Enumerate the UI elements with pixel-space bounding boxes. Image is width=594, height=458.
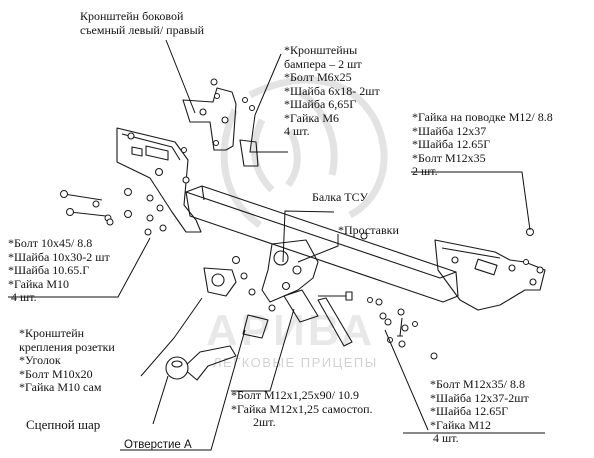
label-bolt-m12-35-line: *Гайка М12 bbox=[430, 417, 492, 432]
label-bolt-m10-line: *Шайба 10х30-2 шт bbox=[8, 249, 110, 264]
label-side-bracket-line: съемный левый/ правый bbox=[80, 22, 205, 37]
label-bolt-m12-ball-line: 2шт. bbox=[253, 415, 276, 429]
label-bumper-brackets-line: *Болт М6х25 bbox=[284, 70, 352, 84]
label-bumper-brackets-line: *Шайба 6,65Г bbox=[284, 97, 357, 111]
label-bumper-brackets-line: бампера – 2 шт bbox=[284, 56, 362, 71]
label-side-bracket-line: Кронштейн боковой bbox=[80, 9, 184, 23]
hitch-frame bbox=[116, 87, 546, 381]
label-socket-bracket-line: *Уголок bbox=[19, 353, 61, 367]
label-bolt-m10: *Болт 10х45/ 8.8 *Шайба 10х30-2 шт *Шайб… bbox=[8, 236, 110, 305]
label-leash-nut: *Гайка на поводке М12/ 8.8 *Шайба 12х37 … bbox=[412, 110, 553, 179]
label-socket-bracket-line: *Гайка М10 сам bbox=[19, 380, 102, 394]
label-socket-bracket-line: *Кронштейн bbox=[19, 326, 85, 340]
label-bumper-brackets: *Кронштейны бампера – 2 шт *Болт М6х25 *… bbox=[284, 43, 380, 139]
label-leash-nut-line: *Шайба 12.65Г bbox=[412, 137, 491, 151]
label-spacers: *Проставки bbox=[338, 223, 399, 238]
label-hole-a-line: Отверстие А bbox=[124, 439, 192, 451]
label-leash-nut-line: *Гайка на поводке М12/ 8.8 bbox=[412, 110, 553, 124]
watermark-tagline: ЛЕГКОВЫЕ ПРИЦЕПЫ bbox=[213, 355, 378, 370]
label-leash-nut-line: 2 шт. bbox=[412, 164, 438, 178]
label-leash-nut-line: *Шайба 12х37 bbox=[412, 123, 487, 138]
label-bolt-m10-line: 4 шт. bbox=[8, 290, 37, 304]
label-bolt-m12-ball: *Болт М12х1,25х90/ 10.9 *Гайка М12х1,25 … bbox=[231, 388, 373, 430]
label-bolt-m12-ball-line: *Гайка М12х1,25 самостоп. bbox=[231, 401, 373, 416]
label-leash-nut-line: *Болт М12х35 bbox=[412, 150, 486, 165]
label-bolt-m12-35-line: *Болт М12х35/ 8.8 bbox=[430, 377, 525, 391]
label-socket-bracket: *Кронштейн крепления розетки *Уголок *Бо… bbox=[19, 326, 115, 395]
label-bolt-m12-35-line: *Шайба 12.65Г bbox=[430, 404, 509, 418]
fasteners bbox=[60, 78, 544, 360]
label-bolt-m10-line: *Гайка М10 bbox=[8, 276, 70, 291]
watermark-logo bbox=[220, 76, 388, 228]
label-side-bracket: Кронштейн боковой съемный левый/ правый bbox=[80, 9, 205, 37]
label-spacers-line: *Проставки bbox=[338, 223, 399, 237]
leader-lines bbox=[8, 39, 545, 451]
label-bolt-m10-line: *Шайба 10.65.Г bbox=[8, 263, 90, 277]
label-bumper-brackets-line: *Шайба 6х18- 2шт bbox=[284, 83, 380, 98]
label-socket-bracket-line: *Болт М10х20 bbox=[19, 366, 93, 381]
label-bolt-m12-35: *Болт М12х35/ 8.8 *Шайба 12х37-2шт *Шайб… bbox=[430, 377, 529, 446]
label-ball: Сцепной шар bbox=[26, 418, 100, 432]
label-hole-a: Отверстие А bbox=[124, 439, 192, 453]
label-bolt-m10-line: *Болт 10х45/ 8.8 bbox=[8, 236, 93, 250]
label-bumper-brackets-line: *Кронштейны bbox=[284, 43, 358, 57]
label-beam-line: Балка ТСУ bbox=[312, 190, 368, 204]
label-beam: Балка ТСУ bbox=[312, 190, 368, 205]
label-ball-line: Сцепной шар bbox=[26, 417, 101, 432]
label-bolt-m12-35-line: *Шайба 12х37-2шт bbox=[430, 390, 529, 405]
label-bumper-brackets-line: 4 шт. bbox=[284, 124, 310, 138]
label-socket-bracket-line: крепления розетки bbox=[19, 339, 115, 354]
watermark-brand: АРИВА bbox=[206, 306, 375, 355]
label-bumper-brackets-line: *Гайка М6 bbox=[284, 110, 340, 125]
label-bolt-m12-ball-line: *Болт М12х1,25х90/ 10.9 bbox=[231, 388, 359, 402]
beam bbox=[185, 191, 459, 303]
label-bolt-m12-35-line: 4 шт. bbox=[430, 431, 459, 445]
